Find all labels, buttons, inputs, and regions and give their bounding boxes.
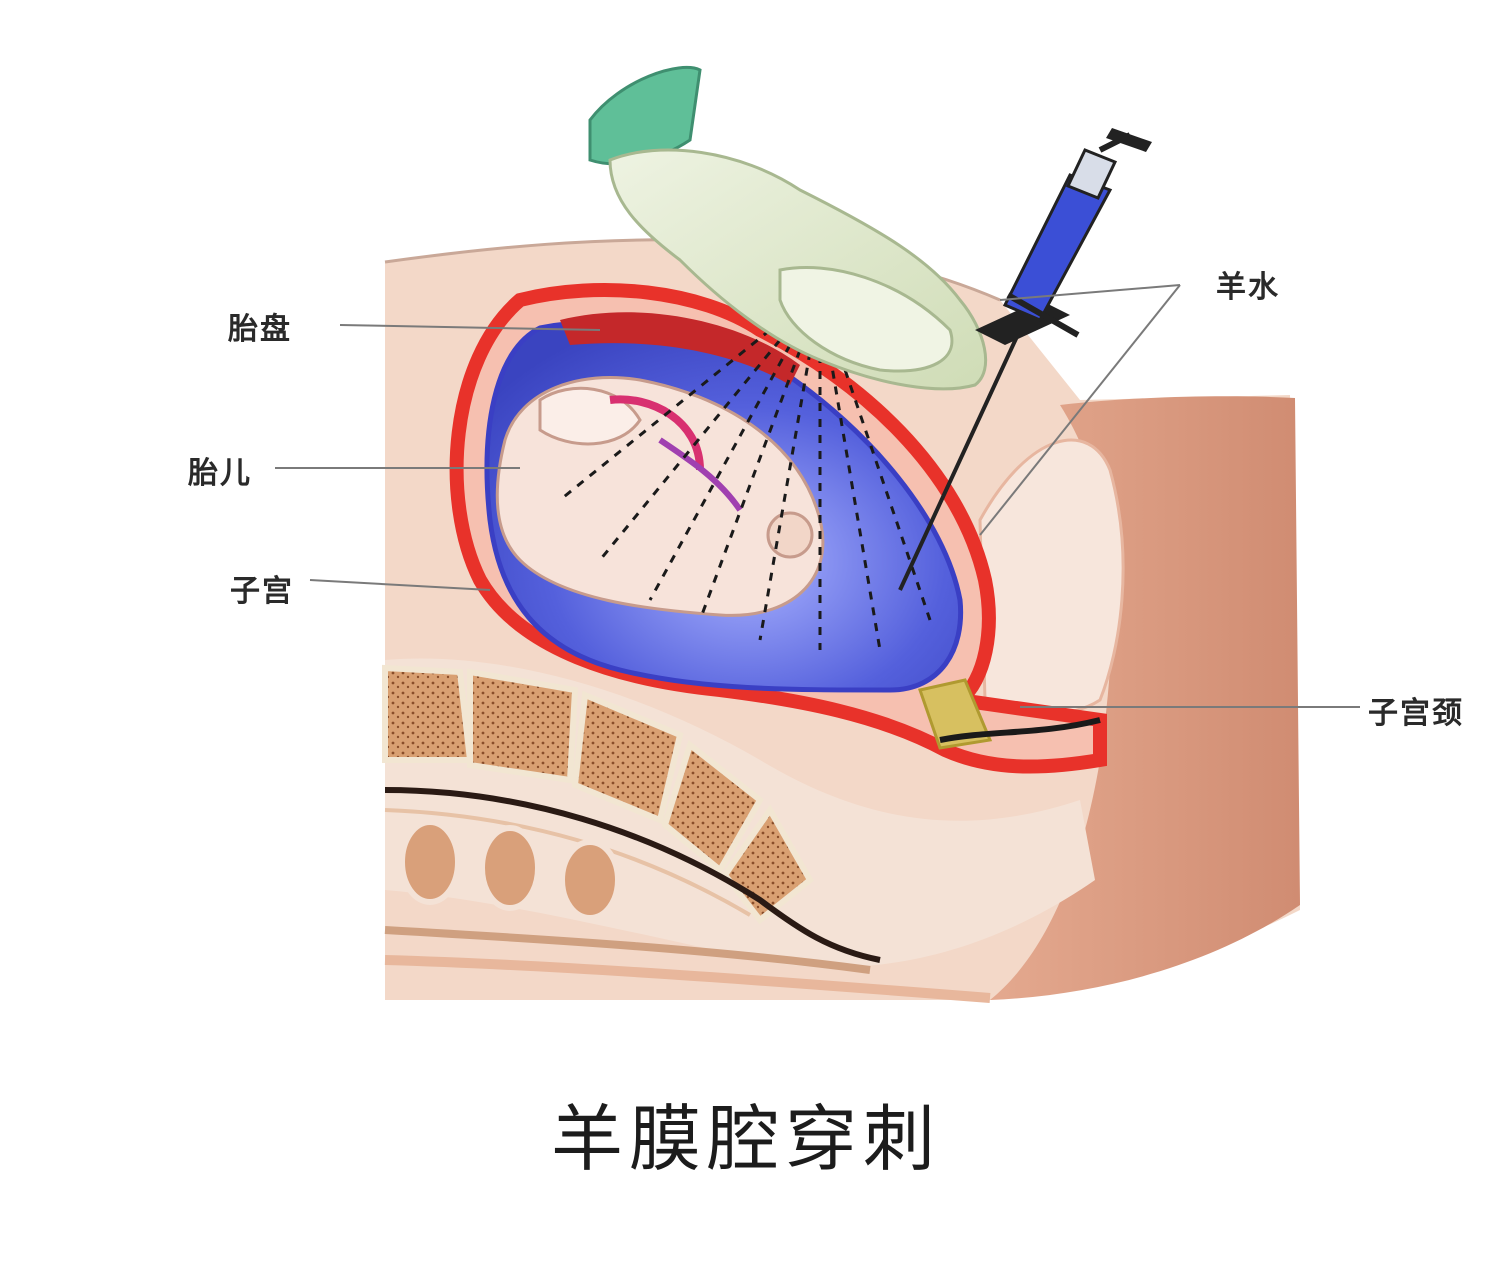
ultrasound-rays [559,328,932,651]
syringe [898,128,1152,591]
vertebra-bodies [399,819,621,921]
spinal-canal [384,787,881,963]
spine [382,664,814,925]
leader-lines [275,284,1360,708]
label-uterus: 子宫 [230,574,294,609]
diagram-caption: 羊膜腔穿刺 [550,1097,941,1181]
label-amniotic-fluid: 羊水 [1216,270,1280,305]
label-fetus: 胎儿 [188,456,252,491]
label-cervix: 子宫颈 [1368,696,1464,731]
thigh-region [990,396,1300,1000]
cervix [918,678,993,750]
placenta [560,312,800,385]
gloved-hand [588,65,988,391]
label-placenta: 胎盘 [228,312,292,347]
